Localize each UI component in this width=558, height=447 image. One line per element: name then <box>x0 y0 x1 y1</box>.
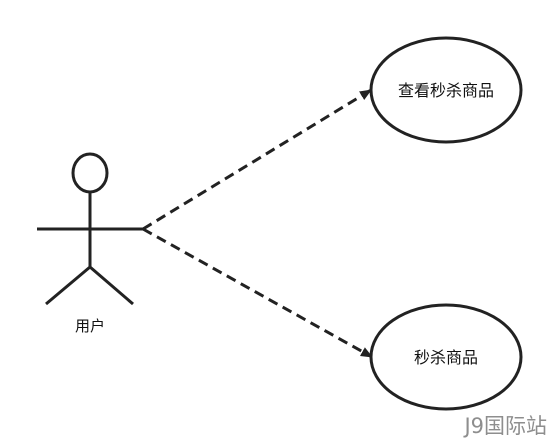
association-arrow-view <box>142 88 372 231</box>
use-case-ellipse <box>369 36 523 144</box>
actor-right-leg <box>89 265 134 306</box>
use-case-seckill-product: 秒杀商品 <box>369 303 523 411</box>
actor-head <box>71 152 109 194</box>
use-case-view-seckill-products: 查看秒杀商品 <box>369 36 523 144</box>
watermark-text: J9国际站 <box>462 414 547 438</box>
actor-label: 用户 <box>75 317 105 335</box>
use-case-label: 秒杀商品 <box>414 348 478 367</box>
use-case-label: 查看秒杀商品 <box>398 81 494 100</box>
use-case-ellipse <box>369 303 523 411</box>
association-arrow-seckill <box>142 227 373 359</box>
actor-stick-figure <box>37 152 143 306</box>
actor-left-leg <box>45 265 91 306</box>
